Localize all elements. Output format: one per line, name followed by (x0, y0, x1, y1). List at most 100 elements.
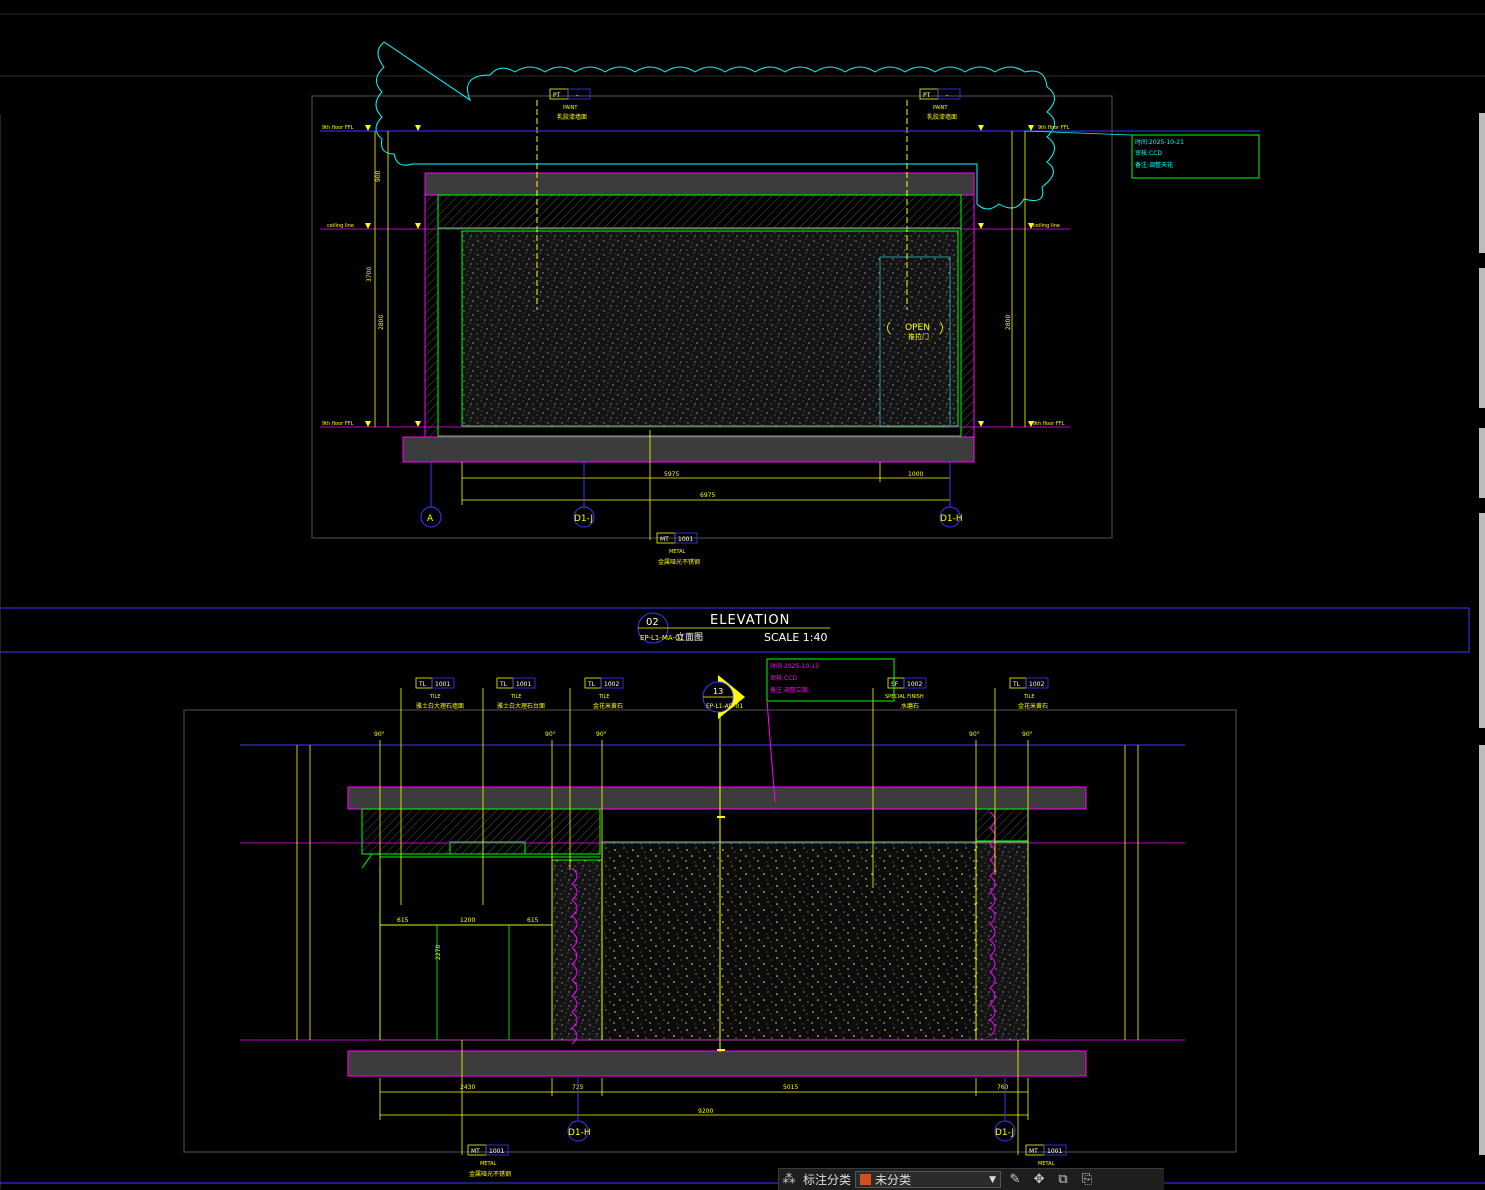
grid-bubble[interactable] (567, 1120, 589, 1142)
svg-text:9th floor FFL: 9th floor FFL (322, 125, 354, 131)
svg-text:1002: 1002 (907, 681, 922, 688)
svg-text:金属哑光不锈钢: 金属哑光不锈钢 (658, 558, 700, 566)
grid-bubble[interactable] (420, 506, 442, 528)
revision-note[interactable] (766, 658, 895, 702)
svg-text:雅士白大理石台面: 雅士白大理石台面 (497, 702, 545, 710)
revision-cloud (375, 41, 1055, 210)
sidebar-indicator (1479, 113, 1485, 253)
svg-text:金属哑光不锈钢: 金属哑光不锈钢 (469, 1170, 511, 1178)
svg-text:9th floor FFL: 9th floor FFL (1033, 421, 1065, 427)
paste-icon[interactable]: ⎘ (1081, 1172, 1093, 1187)
svg-text:D1-H: D1-H (568, 1128, 591, 1138)
svg-text:-: - (576, 92, 578, 99)
svg-text:雅士白大理石墙面: 雅士白大理石墙面 (416, 702, 464, 710)
svg-text:TILE: TILE (1023, 694, 1034, 700)
svg-text:1001: 1001 (1047, 1148, 1062, 1155)
svg-text:TL: TL (418, 681, 427, 688)
svg-text:02: 02 (646, 617, 659, 628)
svg-text:时间:2025-10-21: 时间:2025-10-21 (1135, 138, 1184, 146)
material-tag[interactable]: SF 1002 SPECIAL FINISH 水磨石 (885, 677, 927, 710)
svg-text:90°: 90° (374, 731, 385, 738)
svg-text:1002: 1002 (604, 681, 619, 688)
svg-text:PT: PT (553, 92, 561, 99)
floor-slab (402, 436, 975, 463)
material-tag[interactable]: MT 1001 METAL 金属哑光不锈钢 (467, 1144, 511, 1178)
svg-text:ceiling line: ceiling line (327, 223, 354, 229)
paint-wall-surface (461, 230, 959, 427)
svg-text:金花米黄石: 金花米黄石 (1018, 702, 1048, 710)
svg-text:2800: 2800 (1005, 315, 1012, 330)
svg-text:备注:调整天花: 备注:调整天花 (1135, 161, 1173, 169)
left-wall (424, 194, 439, 438)
svg-text:METAL: METAL (1038, 1161, 1055, 1167)
cabinet (379, 924, 553, 1041)
ceiling-hatch (361, 808, 601, 855)
svg-text:TILE: TILE (598, 694, 609, 700)
material-tag[interactable]: MT 1001 METAL 金属哑光不锈钢 (656, 532, 700, 566)
material-tag[interactable]: PT - PAINT 乳胶漆墙面 (549, 88, 591, 121)
svg-text:760: 760 (997, 1084, 1009, 1091)
material-tag[interactable]: TL 1002 TILE 金花米黄石 (584, 677, 624, 710)
svg-text:90°: 90° (969, 731, 980, 738)
svg-text:金花米黄石: 金花米黄石 (593, 702, 623, 710)
ceiling-hatch (437, 194, 962, 229)
stone-strip (975, 841, 1029, 1041)
svg-text:PT: PT (923, 92, 931, 99)
svg-text:PAINT: PAINT (933, 105, 948, 111)
sidebar-indicator (1479, 268, 1485, 408)
svg-text:9200: 9200 (698, 1108, 713, 1115)
svg-text:1001: 1001 (489, 1148, 504, 1155)
svg-text:90°: 90° (545, 731, 556, 738)
viewport-frame (311, 95, 1113, 539)
svg-text:审核:CCD: 审核:CCD (1135, 149, 1162, 157)
svg-text:备注:调整立面: 备注:调整立面 (770, 686, 808, 694)
grid-bubble[interactable] (994, 1120, 1016, 1142)
sidebar-indicator (1479, 513, 1485, 728)
svg-text:D1-J: D1-J (574, 514, 593, 524)
svg-text:乳胶漆墙面: 乳胶漆墙面 (927, 113, 957, 121)
svg-text:A: A (427, 514, 434, 524)
svg-text:TILE: TILE (429, 694, 440, 700)
move-icon[interactable]: ✥ (1033, 1172, 1045, 1187)
svg-text:9th floor FFL: 9th floor FFL (1038, 125, 1070, 131)
svg-text:90°: 90° (596, 731, 607, 738)
material-tag[interactable]: TL 1001 TILE 雅士白大理石台面 (496, 677, 545, 710)
material-tag[interactable]: PT - PAINT 乳胶漆墙面 (919, 88, 961, 121)
svg-text:EP-L1-AD-01: EP-L1-AD-01 (706, 703, 743, 710)
title-block[interactable]: 02 EP-L1-MA-01 ELEVATION 立面图 SCALE 1:40 (637, 612, 830, 644)
svg-text:TL: TL (587, 681, 596, 688)
toolbar-label: 标注分类 (803, 1173, 852, 1187)
svg-text:900: 900 (375, 170, 382, 182)
material-tag[interactable]: TL 1001 TILE 雅士白大理石墙面 (415, 677, 464, 710)
material-tag[interactable]: MT 1001 METAL (1025, 1144, 1067, 1167)
revision-note[interactable] (1131, 134, 1260, 179)
svg-text:D1-H: D1-H (940, 514, 963, 524)
category-select-value: 未分类 (875, 1173, 912, 1187)
floor-slab (347, 1050, 1087, 1077)
ceiling-slab (347, 786, 1087, 810)
title-band (0, 607, 1470, 653)
svg-text:9th floor FFL: 9th floor FFL (322, 421, 354, 427)
svg-text:1000: 1000 (908, 471, 923, 478)
grid-bubble[interactable] (573, 506, 595, 528)
svg-text:1001: 1001 (435, 681, 450, 688)
edit-icon[interactable]: ✎ (1009, 1172, 1021, 1187)
svg-text:TL: TL (1012, 681, 1021, 688)
svg-text:EP-L1-MA-01: EP-L1-MA-01 (640, 634, 684, 642)
svg-text:1001: 1001 (516, 681, 531, 688)
door-label-cn: 推拉门 (908, 332, 929, 341)
material-tag[interactable]: TL 1002 TILE 金花米黄石 (1009, 677, 1049, 710)
svg-text:时间:2025-10-13: 时间:2025-10-13 (770, 662, 819, 670)
section-marker[interactable]: 13 EP-L1-AD-01 (702, 675, 745, 719)
copy-icon[interactable]: ⧉ (1058, 1172, 1068, 1187)
svg-text:615: 615 (527, 917, 539, 924)
grid-bubble[interactable] (939, 506, 961, 528)
svg-text:METAL: METAL (669, 549, 686, 555)
category-select[interactable]: 未分类 ▼ (855, 1171, 1002, 1188)
grid-view-icon[interactable]: ⁂ (782, 1172, 796, 1187)
svg-text:SPECIAL FINISH: SPECIAL FINISH (885, 694, 924, 700)
page-title: ELEVATION (710, 613, 790, 628)
terrazzo-wall (601, 841, 977, 1041)
svg-text:2270: 2270 (435, 945, 442, 960)
